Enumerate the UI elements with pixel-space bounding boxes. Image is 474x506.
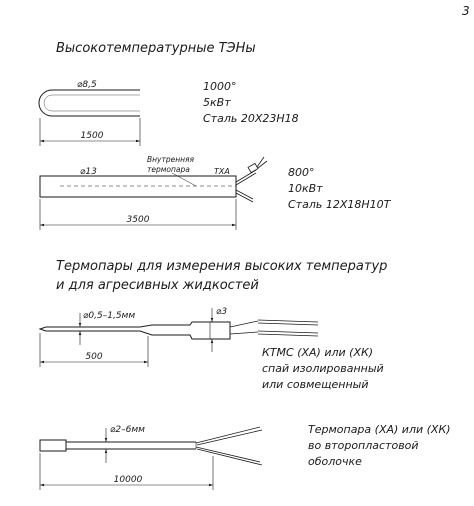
heating-element-u-shaped (38, 89, 140, 117)
element2-length-label: 3500 (127, 215, 150, 225)
section1-title: Высокотемпературные ТЭНы (56, 41, 256, 56)
element1-diameter-label: ⌀8,5 (77, 80, 97, 90)
cable-thermocouple (39, 426, 263, 466)
probe-desc-2: спай изолированный (262, 362, 384, 375)
probe-thermocouple (38, 319, 319, 340)
element2-spec-temp: 800° (288, 166, 315, 179)
element1-length-label: 1500 (81, 131, 104, 141)
probe-desc-3: или совмещенный (262, 378, 369, 391)
probe-length-label: 500 (85, 352, 102, 362)
element2-internal-label-2: термопара (147, 165, 190, 174)
section2-title-2: и для агресивных жидкостей (56, 278, 259, 293)
element2-lead-wires (235, 156, 268, 203)
probe-body-diameter-label: ⌀3 (216, 307, 227, 317)
element2-spec-power: 10кВт (288, 182, 323, 195)
element2-spec-material: Сталь 12Х18Н10Т (288, 198, 392, 211)
page-number: 3 (462, 4, 470, 18)
cable-desc-2: во второпластовой (308, 439, 419, 452)
cable-desc-1: Термопара (ХА) или (ХК) (308, 423, 451, 436)
cable-desc-3: оболочке (308, 455, 362, 468)
cable-length-label: 10000 (114, 475, 143, 485)
element2-internal-leader (171, 172, 197, 187)
element2-txa-label: ТХА (214, 167, 230, 176)
element2-diameter-label: ⌀13 (80, 167, 97, 177)
probe-tip-diameter-label: ⌀0,5–1,5мм (83, 311, 135, 321)
element1-spec-material: Сталь 20Х23Н18 (203, 112, 299, 125)
cable-diameter-label: ⌀2–6мм (110, 425, 145, 435)
element2-internal-label-1: Внутренняя (147, 155, 195, 164)
heating-element-straight (39, 175, 237, 198)
section2-title-1: Термопары для измерения высоких температ… (56, 259, 387, 274)
probe-desc-1: КТМС (ХА) или (ХК) (262, 346, 373, 359)
element1-spec-temp: 1000° (203, 80, 237, 93)
element1-spec-power: 5кВт (203, 96, 231, 109)
